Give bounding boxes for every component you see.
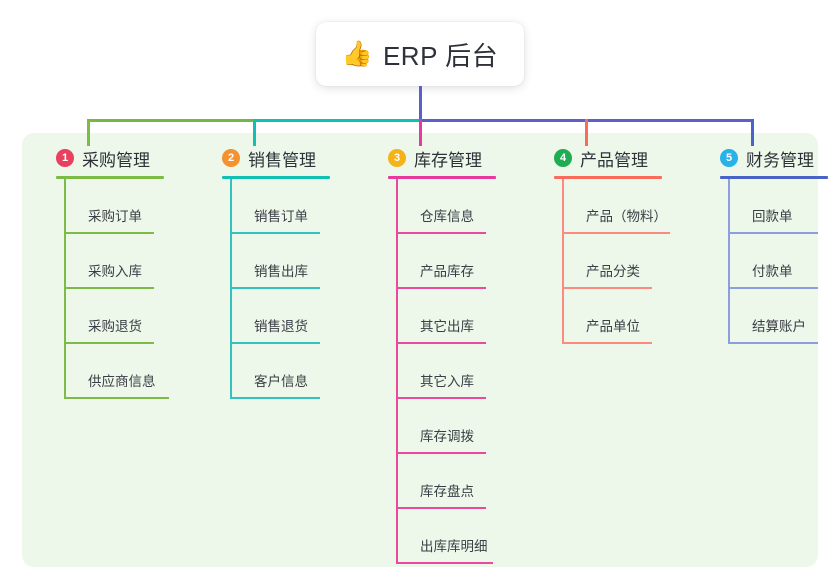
leaf-item-underline — [230, 342, 320, 344]
branch-title-underline — [388, 176, 496, 179]
leaf-spine-line — [728, 179, 730, 344]
leaf-item-label: 库存调拨 — [420, 429, 474, 444]
branch-header-1[interactable]: 1 采购管理 — [38, 146, 150, 170]
leaf-item-underline — [230, 397, 320, 399]
leaf-item-underline — [396, 507, 486, 509]
branch-title: 采购管理 — [82, 150, 150, 170]
thumbs-up-icon: 👍 — [341, 39, 373, 68]
leaf-item-underline — [64, 397, 169, 399]
leaf-item-label: 库存盘点 — [420, 484, 474, 499]
leaf-item-label: 付款单 — [752, 264, 793, 279]
leaf-item-underline — [396, 287, 486, 289]
leaf-item-label: 采购订单 — [88, 209, 142, 224]
leaf-item-label: 结算账户 — [752, 319, 806, 334]
leaf-spine-line — [562, 179, 564, 344]
leaf-item-underline — [64, 232, 154, 234]
branch-number-badge: 2 — [222, 149, 240, 167]
leaf-item-underline — [562, 287, 652, 289]
branch-column-2: 2 销售管理销售订单销售出库销售退货客户信息 — [204, 146, 330, 399]
leaf-item-label: 产品库存 — [420, 264, 474, 279]
branch-column-3: 3 库存管理仓库信息产品库存其它出库其它入库库存调拨库存盘点出库库明细 — [370, 146, 496, 564]
drop-line-column-3 — [419, 119, 422, 146]
leaf-spine-line — [396, 179, 398, 564]
leaf-item-underline — [562, 342, 652, 344]
leaf-item-label: 供应商信息 — [88, 374, 156, 389]
drop-line-column-4 — [585, 119, 588, 146]
leaf-item-label: 仓库信息 — [420, 209, 474, 224]
branch-column-1: 1 采购管理采购订单采购入库采购退货供应商信息 — [38, 146, 169, 399]
leaf-item-underline — [396, 562, 493, 564]
branch-title: 财务管理 — [746, 150, 814, 170]
leaf-item-label: 其它出库 — [420, 319, 474, 334]
leaf-item-label: 客户信息 — [254, 374, 308, 389]
branch-number-badge: 5 — [720, 149, 738, 167]
leaf-item-label: 其它入库 — [420, 374, 474, 389]
leaf-item-underline — [728, 342, 818, 344]
leaf-item-underline — [64, 342, 154, 344]
root-stem-line — [418, 86, 422, 122]
leaf-item-label: 采购入库 — [88, 264, 142, 279]
leaf-item-label: 出库库明细 — [420, 539, 488, 554]
branch-number-badge: 1 — [56, 149, 74, 167]
leaf-item-underline — [396, 232, 486, 234]
connector-segment-teal — [253, 119, 419, 122]
branch-header-2[interactable]: 2 销售管理 — [204, 146, 316, 170]
branch-column-4: 4 产品管理产品（物料） 产品分类产品单位 — [536, 146, 670, 344]
leaf-item-underline — [396, 397, 486, 399]
branch-title-underline — [554, 176, 662, 179]
connector-segment-green — [87, 119, 253, 122]
leaf-item-label: 销售出库 — [254, 264, 308, 279]
branch-title: 库存管理 — [414, 150, 482, 170]
leaf-item-label: 产品（物料） — [586, 209, 667, 224]
branch-number-badge: 4 — [554, 149, 572, 167]
leaf-item-underline — [562, 232, 670, 234]
branch-title-underline — [56, 176, 164, 179]
leaf-item-underline — [396, 452, 486, 454]
leaf-item-underline — [64, 287, 154, 289]
root-node[interactable]: 👍 ERP 后台 — [316, 22, 524, 86]
root-node-label: ERP 后台 — [382, 40, 499, 71]
branch-header-5[interactable]: 5 财务管理 — [702, 146, 814, 170]
branch-title: 产品管理 — [580, 150, 648, 170]
leaf-item-underline — [728, 232, 818, 234]
leaf-item-underline — [230, 232, 320, 234]
leaf-item-label: 采购退货 — [88, 319, 142, 334]
leaf-item-underline — [230, 287, 320, 289]
drop-line-column-2 — [253, 119, 256, 146]
leaf-item-underline — [396, 342, 486, 344]
leaf-item-label: 产品单位 — [586, 319, 640, 334]
branch-title: 销售管理 — [248, 150, 316, 170]
branch-title-underline — [222, 176, 330, 179]
leaf-spine-line — [64, 179, 66, 399]
branch-number-badge: 3 — [388, 149, 406, 167]
leaf-item-label: 销售订单 — [254, 209, 308, 224]
leaf-item-underline — [728, 287, 818, 289]
drop-line-column-5 — [751, 119, 754, 146]
drop-line-column-1 — [87, 119, 90, 146]
branch-header-4[interactable]: 4 产品管理 — [536, 146, 648, 170]
branch-header-3[interactable]: 3 库存管理 — [370, 146, 482, 170]
leaf-item-label: 销售退货 — [254, 319, 308, 334]
branches-panel — [22, 133, 818, 567]
branch-column-5: 5 财务管理回款单付款单结算账户 — [702, 146, 828, 344]
leaf-spine-line — [230, 179, 232, 399]
branch-title-underline — [720, 176, 828, 179]
leaf-item-label: 产品分类 — [586, 264, 640, 279]
leaf-item-label: 回款单 — [752, 209, 793, 224]
